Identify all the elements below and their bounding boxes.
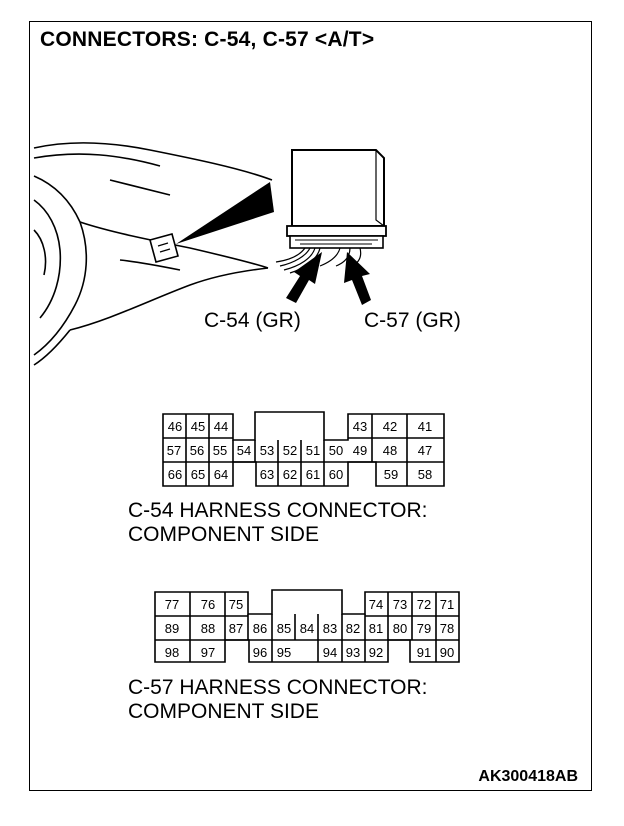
pin-number: 73 [393, 597, 407, 612]
pin-number: 89 [165, 621, 179, 636]
drawing-id: AK300418AB [478, 768, 578, 785]
pin-number: 52 [283, 443, 297, 458]
pin-number: 62 [283, 467, 297, 482]
pin-number: 90 [440, 645, 454, 660]
pin-number: 48 [383, 443, 397, 458]
c57-connector-face [154, 589, 460, 663]
c54-arrow [286, 252, 322, 303]
dashboard-illustration [33, 142, 273, 366]
c57-arrow [344, 252, 371, 305]
pin-number: 86 [253, 621, 267, 636]
control-module-illustration [286, 149, 387, 249]
pin-number: 61 [306, 467, 320, 482]
pin-number: 88 [201, 621, 215, 636]
pin-number: 72 [417, 597, 431, 612]
pin-number: 59 [384, 467, 398, 482]
pin-number: 91 [417, 645, 431, 660]
pin-number: 44 [214, 419, 228, 434]
pin-number: 58 [418, 467, 432, 482]
pin-number: 84 [300, 621, 314, 636]
pin-number: 97 [201, 645, 215, 660]
pin-number: 60 [329, 467, 343, 482]
pin-number: 51 [306, 443, 320, 458]
pin-number: 76 [201, 597, 215, 612]
c54-pin-numbers: 46 45 44 43 42 41 57 56 55 54 53 52 51 50 49 48 47 66 65 64… [167, 419, 432, 482]
c57-pin-numbers: 77 76 75 74 73 72 71 89 88 87 86 85 84 83 82 81 80 79 78 98… [165, 597, 454, 660]
pin-number: 87 [229, 621, 243, 636]
pin-number: 81 [369, 621, 383, 636]
pin-number: 50 [329, 443, 343, 458]
diagram-frame [29, 21, 592, 791]
pin-number: 46 [168, 419, 182, 434]
pin-number: 95 [277, 645, 291, 660]
pin-number: 71 [440, 597, 454, 612]
c54-connector-face [162, 411, 445, 487]
pin-number: 43 [353, 419, 367, 434]
dashboard-connector-icon [149, 233, 179, 263]
pointer-wedge [176, 182, 274, 244]
pin-number: 93 [346, 645, 360, 660]
pin-number: 94 [323, 645, 337, 660]
pin-number: 45 [191, 419, 205, 434]
pin-number: 77 [165, 597, 179, 612]
pin-number: 63 [260, 467, 274, 482]
c54-callout-label: C-54 (GR) [204, 309, 301, 332]
pin-number: 83 [323, 621, 337, 636]
pin-number: 98 [165, 645, 179, 660]
pin-number: 64 [214, 467, 228, 482]
pin-number: 80 [393, 621, 407, 636]
pin-number: 66 [168, 467, 182, 482]
pin-number: 85 [277, 621, 291, 636]
c57-callout-label: C-57 (GR) [364, 309, 461, 332]
pin-number: 74 [369, 597, 383, 612]
pin-number: 42 [383, 419, 397, 434]
pin-number: 75 [229, 597, 243, 612]
pin-number: 54 [237, 443, 251, 458]
c57-caption-line1: C-57 HARNESS CONNECTOR: [128, 676, 428, 699]
pin-number: 49 [353, 443, 367, 458]
c54-caption-line1: C-54 HARNESS CONNECTOR: [128, 499, 428, 522]
pin-number: 65 [191, 467, 205, 482]
pin-number: 82 [346, 621, 360, 636]
page-title: CONNECTORS: C-54, C-57 <A/T> [40, 28, 375, 51]
pin-number: 96 [253, 645, 267, 660]
pin-number: 78 [440, 621, 454, 636]
pin-number: 47 [418, 443, 432, 458]
c54-caption-line2: COMPONENT SIDE [128, 523, 319, 546]
c57-caption-line2: COMPONENT SIDE [128, 700, 319, 723]
pin-number: 55 [213, 443, 227, 458]
pin-number: 79 [417, 621, 431, 636]
pin-number: 92 [369, 645, 383, 660]
pin-number: 41 [418, 419, 432, 434]
pin-number: 56 [190, 443, 204, 458]
pin-number: 53 [260, 443, 274, 458]
pin-number: 57 [167, 443, 181, 458]
